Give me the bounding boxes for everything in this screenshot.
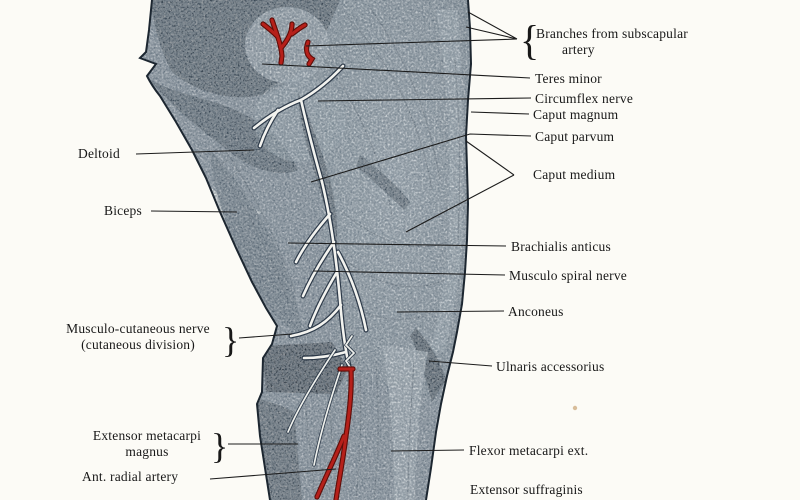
label-deltoid: Deltoid bbox=[78, 146, 120, 161]
leader-ant-radial-artery bbox=[209, 468, 337, 480]
label-line: Extensor metacarpi bbox=[92, 428, 202, 443]
brace-musculo-cutaneous: } bbox=[222, 320, 240, 360]
leader-caput-magnum bbox=[470, 111, 530, 115]
leader-anconeus bbox=[396, 310, 505, 313]
leader-biceps bbox=[150, 210, 238, 213]
musculo-cutaneous-nerve-line bbox=[289, 303, 343, 338]
artery-lines bbox=[260, 17, 356, 500]
label-caput-magnum: Caput magnum bbox=[533, 107, 619, 122]
label-extensor-suffraginis: Extensor suffraginis bbox=[470, 482, 583, 497]
label-ulnaris-accessorius: Ulnaris accessorius bbox=[496, 359, 605, 374]
label-line: Branches from subscapular bbox=[536, 26, 688, 41]
leader-ulnaris-accessorius bbox=[428, 360, 493, 367]
label-line: (cutaneous division) bbox=[81, 336, 195, 352]
label-extensor-metacarpi-magnus: Extensor metacarpi magnus bbox=[80, 428, 214, 459]
leader-circumflex-nerve bbox=[317, 97, 532, 102]
label-musculo-cutaneous-nerve: Musculo-cutaneous nerve (cutaneous divis… bbox=[52, 321, 224, 352]
circumflex-nerve-line bbox=[299, 64, 345, 102]
label-anconeus: Anconeus bbox=[508, 304, 564, 319]
leader-deltoid bbox=[135, 149, 255, 155]
zigzag-nerve-line bbox=[344, 335, 356, 371]
leader-caput-parvum bbox=[310, 133, 532, 183]
label-circumflex-nerve: Circumflex nerve bbox=[535, 91, 634, 106]
label-teres-minor: Teres minor bbox=[535, 71, 602, 86]
label-caput-medium: Caput medium bbox=[533, 167, 616, 182]
leader-musculo-cutaneous-nerve bbox=[238, 333, 293, 339]
leader-musculo-spiral-nerve bbox=[312, 270, 506, 276]
label-branches-subscapular-artery: Branches from subscapular artery bbox=[536, 26, 688, 57]
leader-caput-medium bbox=[405, 140, 515, 233]
stipple-texture-dark bbox=[140, 0, 471, 500]
label-flexor-metacarpi-ext: Flexor metacarpi ext. bbox=[469, 443, 589, 458]
anterior-radial-artery bbox=[334, 368, 353, 500]
nerve-lines bbox=[251, 63, 369, 467]
leader-brachialis-anticus bbox=[287, 242, 507, 247]
label-caput-parvum: Caput parvum bbox=[535, 129, 615, 144]
label-biceps: Biceps bbox=[104, 203, 142, 218]
leader-branches-subscapular bbox=[305, 11, 518, 47]
label-ant-radial-artery: Ant. radial artery bbox=[82, 469, 179, 484]
label-musculo-spiral-nerve: Musculo spiral nerve bbox=[509, 268, 627, 283]
anatomical-figure bbox=[140, 0, 471, 500]
figure-outline bbox=[138, 0, 473, 500]
subscapular-artery-branches bbox=[270, 18, 284, 65]
leader-flexor-metacarpi-ext bbox=[390, 449, 465, 452]
brace-extensor-metacarpi: } bbox=[211, 426, 229, 466]
label-line: artery bbox=[562, 41, 595, 57]
label-line: magnus bbox=[125, 443, 169, 459]
label-line: Musculo-cutaneous nerve bbox=[66, 321, 210, 336]
leader-teres-minor bbox=[261, 63, 531, 79]
foxing-spot bbox=[572, 405, 578, 411]
label-brachialis-anticus: Brachialis anticus bbox=[511, 239, 611, 254]
leader-lines bbox=[135, 11, 532, 480]
brace-branches-subscapular: { bbox=[520, 16, 540, 65]
